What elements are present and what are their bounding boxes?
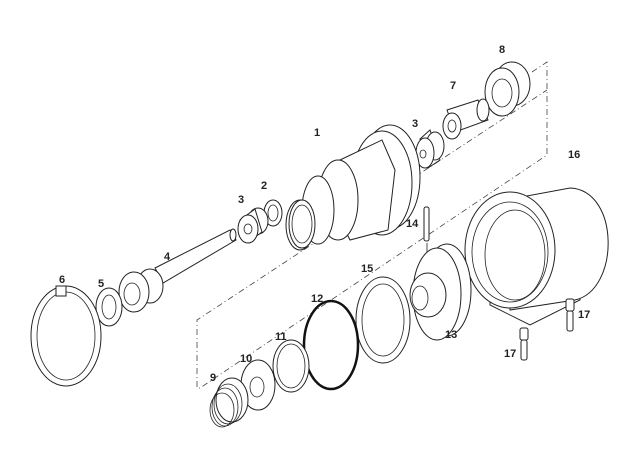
- callout-13: 13: [445, 329, 457, 341]
- part-9-spring: [209, 377, 249, 428]
- callout-11: 11: [275, 331, 287, 343]
- part-12-o-ring: [302, 299, 360, 391]
- part-7-pin: [442, 98, 490, 140]
- callout-16: 16: [568, 149, 580, 161]
- callout-2: 2: [261, 180, 267, 192]
- part-8-flange-bushing: [484, 61, 531, 117]
- part-17-screw-b: [519, 327, 529, 361]
- part-3-lower-bushing: [237, 207, 269, 244]
- callout-1: 1: [314, 127, 320, 139]
- callout-5: 5: [98, 278, 104, 290]
- callout-12: 12: [311, 293, 323, 305]
- part-3-upper-bushing: [415, 129, 445, 169]
- part-6-retaining-ring: [30, 285, 102, 387]
- part-11-snap-ring: [272, 339, 310, 393]
- callout-7: 7: [450, 80, 456, 92]
- callout-3-upper: 3: [412, 118, 418, 130]
- callout-17-b: 17: [504, 348, 516, 360]
- part-15-large-washer: [355, 276, 411, 364]
- part-5-ring: [95, 287, 123, 327]
- part-13-cap: [409, 243, 472, 341]
- callout-6: 6: [59, 274, 65, 286]
- callout-4: 4: [164, 251, 171, 263]
- callout-3-lower: 3: [238, 194, 244, 206]
- assembly-boundary-line: [196, 61, 548, 389]
- part-4-shaft: [118, 228, 237, 313]
- part-17-screw-a: [565, 298, 575, 332]
- part-1-main-body: [285, 124, 421, 251]
- callout-9: 9: [210, 372, 216, 384]
- callout-8: 8: [499, 44, 505, 56]
- part-16-housing: [464, 187, 609, 326]
- callout-14: 14: [406, 218, 419, 230]
- callout-10: 10: [240, 353, 252, 365]
- callout-17-a: 17: [578, 309, 590, 321]
- callout-15: 15: [361, 263, 373, 275]
